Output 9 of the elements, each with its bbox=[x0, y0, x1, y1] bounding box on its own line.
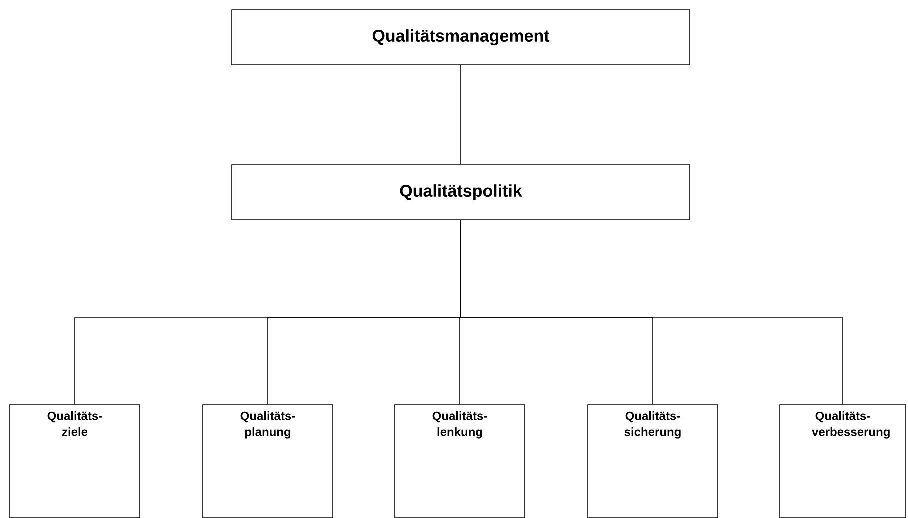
process-box: Qualitäts- planung bbox=[202, 404, 334, 518]
connector-line bbox=[460, 220, 844, 405]
process-box: Qualitäts- ziele bbox=[10, 404, 140, 518]
connector-line bbox=[460, 64, 462, 165]
process-box: Qualitäts- lenkung bbox=[394, 404, 526, 518]
title-box: Qualitätsmanagement bbox=[232, 10, 690, 66]
process-box: Qualitäts- verbesserung bbox=[780, 404, 906, 518]
process-box: Qualitäts- sicherung bbox=[588, 404, 718, 518]
process-box: Qualitätspolitik bbox=[232, 164, 690, 220]
